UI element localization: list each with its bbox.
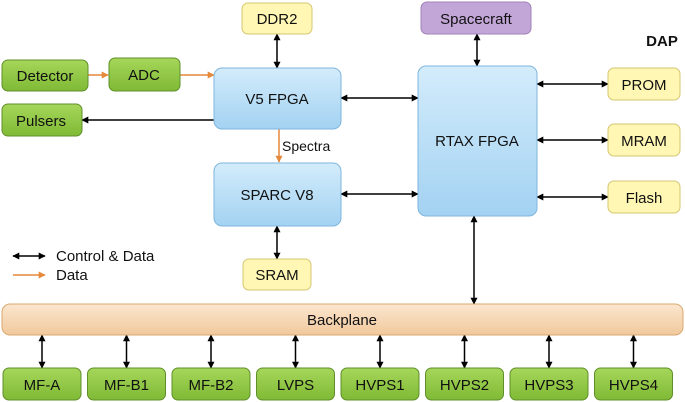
board-lvps: LVPS (256, 367, 335, 401)
adc-block: ADC (108, 57, 181, 92)
board-hvps2: HVPS2 (425, 367, 504, 401)
rtax-fpga-label: RTAX FPGA (435, 133, 519, 150)
board-label: MF-B2 (189, 377, 234, 394)
spacecraft-label: Spacecraft (440, 11, 513, 28)
board-mf-b2: MF-B2 (171, 367, 251, 401)
ddr2-block: DDR2 (241, 2, 313, 35)
v5-fpga-label: V5 FPGA (245, 91, 308, 108)
boards-row: MF-A MF-B1 MF-B2 LVPS HVPS1 HVPS2 HVPS3 HVPS4 (2, 367, 673, 401)
sram-block: SRAM (242, 258, 312, 291)
flash-box (607, 180, 681, 214)
detector-block: Detector (1, 59, 89, 92)
board-box (340, 367, 420, 401)
board-label: HVPS1 (355, 377, 404, 394)
sram-label: SRAM (255, 267, 298, 284)
board-label: HVPS3 (524, 377, 573, 394)
flash-block: Flash (607, 180, 681, 214)
board-label: MF-A (24, 377, 61, 394)
backplane-box (1, 303, 684, 336)
spacecraft-box (420, 1, 532, 35)
board-label: MF-B1 (104, 377, 149, 394)
board-box (87, 367, 166, 401)
board-hvps3: HVPS3 (509, 367, 589, 401)
board-box (509, 367, 589, 401)
flash-label: Flash (626, 190, 663, 207)
board-hvps4: HVPS4 (594, 367, 673, 401)
board-box (171, 367, 251, 401)
ddr2-label: DDR2 (257, 11, 298, 28)
spacecraft-block: Spacecraft (420, 1, 532, 35)
adc-box (108, 57, 181, 92)
pulsers-block: Pulsers (1, 103, 83, 137)
rtax-fpga-box (417, 65, 538, 217)
board-box (256, 367, 335, 401)
connections (38, 33, 637, 369)
adc-label: ADC (128, 67, 160, 84)
sparc-box (213, 162, 342, 227)
board-hvps1: HVPS1 (340, 367, 420, 401)
pulsers-box (1, 103, 83, 137)
detector-label: Detector (17, 68, 74, 85)
detector-box (1, 59, 89, 92)
sparc-block: SPARC V8 (213, 162, 342, 227)
mram-box (607, 123, 681, 157)
board-label: LVPS (277, 377, 314, 394)
legend-data-label: Data (56, 267, 88, 284)
v5-fpga-box (213, 67, 342, 130)
legend: Control & Data Data (12, 248, 155, 284)
ddr2-box (241, 2, 313, 35)
corner-tag: DAP (646, 33, 678, 50)
legend-control-label: Control & Data (56, 248, 155, 265)
board-label: HVPS4 (609, 377, 658, 394)
backplane-block: Backplane (1, 303, 684, 336)
board-mf-b1: MF-B1 (87, 367, 166, 401)
mram-block: MRAM (607, 123, 681, 157)
v5-fpga-block: V5 FPGA (213, 67, 342, 130)
sram-box (242, 258, 312, 291)
board-box (2, 367, 82, 401)
board-box (425, 367, 504, 401)
pulsers-label: Pulsers (16, 113, 66, 130)
spectra-label: Spectra (282, 138, 330, 154)
mram-label: MRAM (621, 133, 667, 150)
prom-box (607, 67, 681, 101)
board-box (594, 367, 673, 401)
rtax-fpga-block: RTAX FPGA (417, 65, 538, 217)
prom-block: PROM (607, 67, 681, 101)
board-links (38, 334, 637, 369)
backplane-label: Backplane (307, 312, 377, 329)
sparc-label: SPARC V8 (240, 187, 313, 204)
prom-label: PROM (622, 77, 667, 94)
board-label: HVPS2 (440, 377, 489, 394)
board-mf-a: MF-A (2, 367, 82, 401)
